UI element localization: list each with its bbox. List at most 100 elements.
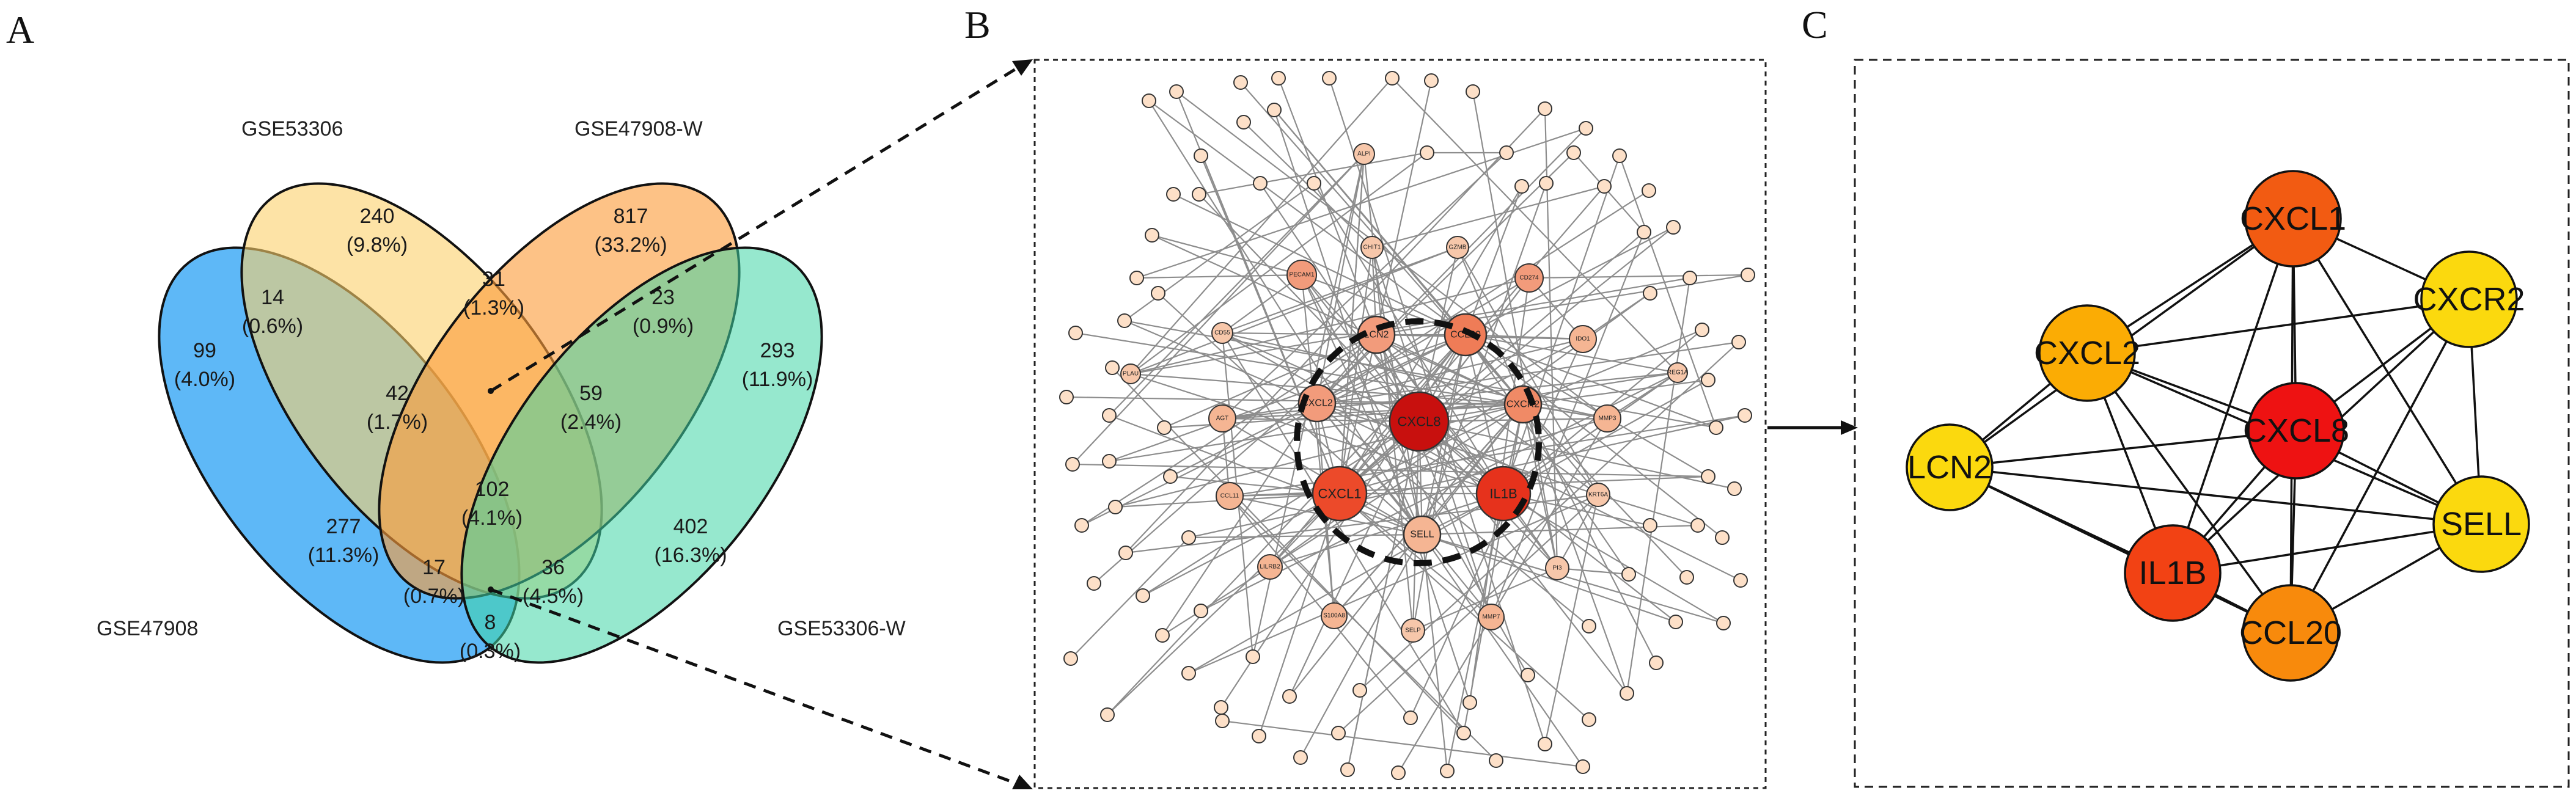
network-b-edge — [1462, 404, 1524, 734]
venn-count: 277 — [326, 515, 361, 538]
network-b-node-label: CHIT1 — [1363, 244, 1381, 251]
network-b-peripheral-node — [1462, 695, 1477, 710]
network-b-edge — [1626, 277, 1691, 694]
network-b-edge — [1398, 616, 1492, 773]
network-b-peripheral-node — [1271, 71, 1286, 86]
network-b-edge — [1316, 277, 1530, 404]
network-b-hub-cxcl8[interactable]: CXCL8 — [1389, 391, 1450, 452]
network-b-peripheral-node — [1582, 619, 1596, 634]
network-b-node-pecam1[interactable]: PECAM1 — [1286, 260, 1317, 290]
network-b-peripheral-node — [1192, 187, 1206, 202]
network-b-peripheral-node — [1322, 71, 1337, 86]
network-b-node-circle — [1401, 618, 1425, 643]
network-b-peripheral-node — [1181, 530, 1196, 545]
network-b-peripheral-node — [1155, 628, 1170, 643]
venn-count: 817 — [614, 205, 648, 228]
network-b-node-circle — [1667, 362, 1688, 383]
network-b-node-label: IDO1 — [1576, 336, 1590, 343]
network-b-peripheral-node — [1059, 390, 1074, 404]
network-b-edge — [1422, 534, 1583, 767]
network-b-edge — [1339, 417, 1608, 495]
network-b-hub-cxcl1[interactable]: CXCL1 — [1312, 466, 1368, 522]
network-b-node-alpi[interactable]: ALPI — [1353, 143, 1375, 165]
network-b-node-label: KRT6A — [1588, 492, 1608, 498]
network-b-hub-label: SELL — [1410, 530, 1434, 540]
network-c-node-cxcl2[interactable]: CXCL2 — [2034, 304, 2140, 402]
venn-label-gse53306: GSE53306 — [241, 117, 343, 141]
network-b-hub-sell[interactable]: SELL — [1403, 515, 1442, 554]
panel-a-letter: A — [6, 8, 34, 51]
network-b-node-plau[interactable]: PLAU — [1120, 363, 1141, 384]
network-b-peripheral-node — [1145, 228, 1159, 243]
network-b-peripheral-node — [1102, 454, 1117, 469]
venn-count: 42 — [386, 382, 409, 405]
network-b-edge — [1339, 493, 1590, 720]
network-b-peripheral-node — [1741, 268, 1755, 282]
network-b-edge — [1301, 274, 1627, 694]
network-b-peripheral-node — [1181, 666, 1196, 681]
network-b-edge — [1465, 334, 1709, 477]
network-b-node-ido1[interactable]: IDO1 — [1569, 325, 1597, 353]
network-b-node-gzmb[interactable]: GZMB — [1446, 236, 1469, 259]
network-b-edge — [1222, 246, 1458, 334]
network-c-edge — [2172, 523, 2482, 574]
venn-count: 59 — [579, 382, 603, 405]
network-c-node-cxcr2[interactable]: CXCR2 — [2413, 250, 2525, 348]
network-c-node-il1b[interactable]: IL1B — [2124, 524, 2222, 622]
venn-pct: (0.7%) — [403, 585, 464, 608]
network-b-edge — [1465, 334, 1629, 575]
network-b-hub-cxcl2[interactable]: CXCL2 — [1297, 384, 1337, 423]
network-b-hub-ccl20[interactable]: CCL20 — [1444, 313, 1488, 357]
network-b-edge — [1229, 495, 1411, 718]
network-b-hub-il1b[interactable]: IL1B — [1475, 466, 1532, 522]
panel-b-frame — [1033, 59, 1767, 789]
network-b-node-pi3[interactable]: PI3 — [1545, 556, 1569, 580]
network-b-node-label: CD55 — [1214, 330, 1230, 337]
network-b-node-selp[interactable]: SELP — [1401, 618, 1425, 643]
venn-pct: (0.6%) — [242, 315, 303, 338]
network-c-node-circle — [2242, 584, 2339, 682]
network-b-edge — [1528, 274, 1749, 279]
network-b-node-mmp7[interactable]: MMP7 — [1478, 604, 1505, 630]
network-b-node-label: PLAU — [1123, 371, 1139, 378]
network-b-peripheral-node — [1499, 145, 1514, 160]
network-c-node-ccl20[interactable]: CCL20 — [2239, 584, 2342, 682]
network-b-edge — [1464, 186, 1523, 335]
network-b-peripheral-node — [1597, 179, 1612, 194]
network-b-peripheral-node — [1424, 73, 1439, 88]
network-b-edge — [1170, 403, 1318, 477]
venn-count: 31 — [482, 268, 505, 291]
network-b-peripheral-node — [1074, 518, 1089, 533]
network-b-node-agt[interactable]: AGT — [1208, 404, 1236, 433]
network-b-node-chit1[interactable]: CHIT1 — [1360, 236, 1384, 259]
network-b-node-mmp3[interactable]: MMP3 — [1593, 404, 1621, 433]
network-b-node-krt6a[interactable]: KRT6A — [1586, 483, 1610, 507]
network-b-node-reg1a[interactable]: REG1A — [1667, 362, 1688, 383]
network-b-edge — [1338, 494, 1599, 734]
network-b-edge — [1456, 247, 1524, 405]
venn-pct: (16.3%) — [654, 544, 727, 567]
network-b-edge — [1418, 421, 1676, 623]
network-b-node-ccl11[interactable]: CCL11 — [1216, 482, 1244, 510]
network-b-edge — [1273, 109, 1471, 703]
network-b-peripheral-node — [1194, 604, 1208, 618]
network-c-node-lcn2[interactable]: LCN2 — [1906, 423, 1994, 511]
network-c-node-circle — [1906, 423, 1994, 511]
network-b-edge — [1301, 274, 1335, 616]
network-b-node-s100a8[interactable]: S100A8 — [1321, 602, 1348, 629]
network-b-node-cd274[interactable]: CD274 — [1514, 263, 1544, 293]
network-c-node-cxcl1[interactable]: CXCL1 — [2240, 170, 2346, 268]
network-b-peripheral-node — [1715, 530, 1730, 545]
venn-count: 240 — [360, 205, 395, 228]
network-b-node-lilrb2[interactable]: LILRB2 — [1257, 554, 1283, 580]
network-b-edges — [1066, 78, 1749, 773]
network-b-peripheral-node — [1668, 615, 1683, 629]
network-b-edge — [1316, 128, 1587, 404]
network-b-peripheral-node — [1108, 500, 1123, 514]
network-b-node-cd55[interactable]: CD55 — [1211, 322, 1233, 344]
network-c-node-cxcl8[interactable]: CXCL8 — [2243, 382, 2349, 480]
network-b-edge — [1142, 421, 1420, 596]
network-c-node-sell[interactable]: SELL — [2432, 475, 2530, 573]
network-b-node-circle — [1569, 325, 1597, 353]
